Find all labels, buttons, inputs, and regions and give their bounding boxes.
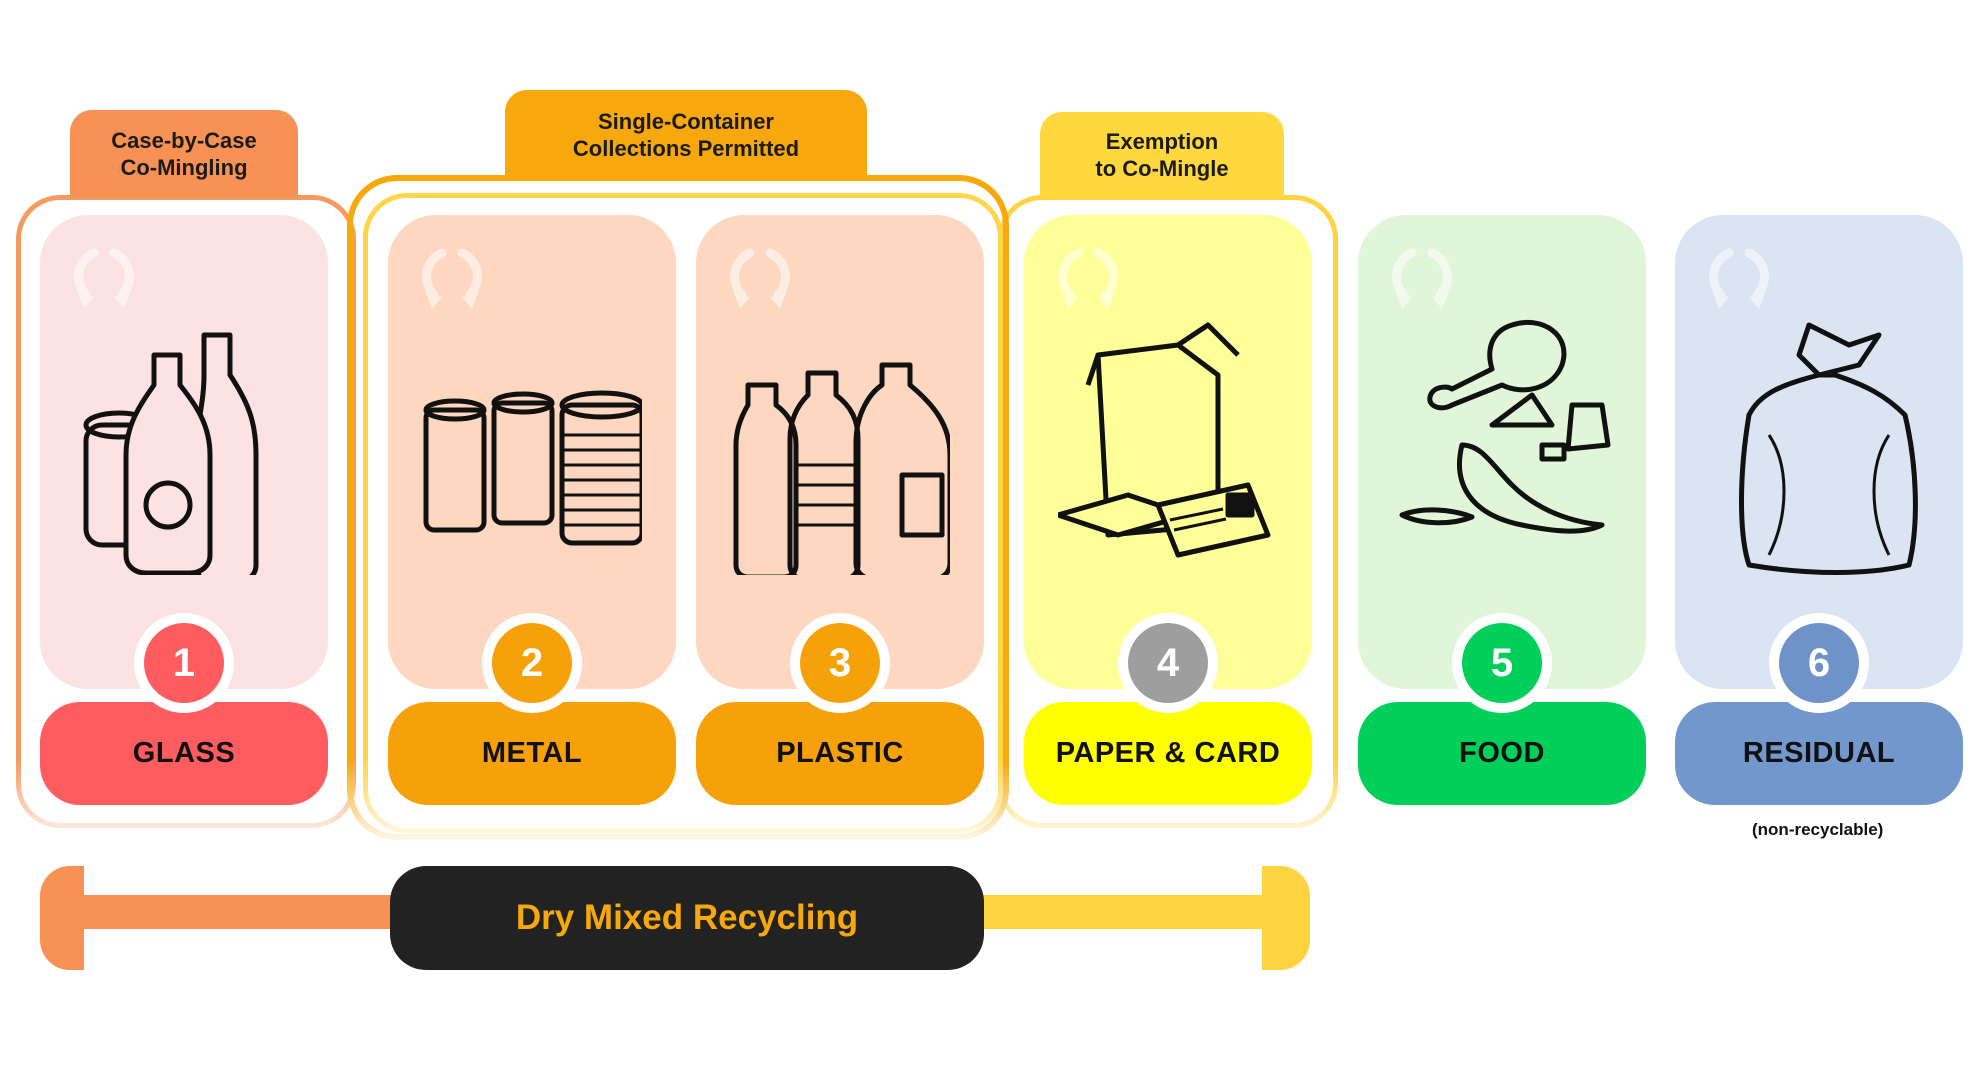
stream-label: RESIDUAL [1675,702,1963,805]
tab-line-1: Single-Container [597,109,774,134]
food-waste-icon [1399,319,1611,534]
stream-label: GLASS [40,702,328,805]
stream-number-badge: 1 [134,613,234,713]
glass-containers-icon [83,332,259,575]
single-container-tab: Single-Container Collections Permitted [505,90,867,180]
stream-card-metal: METAL 2 [388,215,676,805]
stream-number-badge: 4 [1118,613,1218,713]
stream-number-badge: 5 [1452,613,1552,713]
card-panel [1675,215,1963,689]
tab-line-2: Collections Permitted [572,136,800,161]
stream-label: METAL [388,702,676,805]
residual-note: (non-recyclable) [1752,820,1884,839]
stream-card-glass: GLASS 1 [40,215,328,805]
recycle-icon [730,248,790,309]
card-panel [1024,215,1312,689]
recycle-icon [1058,248,1118,309]
plastic-bottles-icon [733,362,950,575]
dmr-left-line [40,895,400,929]
metal-cans-icon [423,390,642,546]
paper-card-icon [1058,322,1271,558]
stream-number: 3 [800,623,880,703]
tab-line-1: Case-by-Case [111,128,257,153]
card-panel [1358,215,1646,689]
tab-line-1: Exemption [1105,129,1219,154]
stream-number: 5 [1462,623,1542,703]
card-panel [40,215,328,689]
stream-number: 1 [144,623,224,703]
stream-number: 6 [1779,623,1859,703]
stream-card-plastic: PLASTIC 3 [696,215,984,805]
recycle-icon [1709,248,1769,309]
dry-mixed-recycling-label: Dry Mixed Recycling [390,866,984,970]
stream-card-food: FOOD 5 [1358,215,1646,805]
stream-number-badge: 3 [790,613,890,713]
stream-number: 4 [1128,623,1208,703]
stream-label: FOOD [1358,702,1646,805]
case-by-case-tab: Case-by-Case Co-Mingling [70,110,298,198]
card-panel [388,215,676,689]
stream-number-badge: 2 [482,613,582,713]
stream-number-badge: 6 [1769,613,1869,713]
stream-number: 2 [492,623,572,703]
rubbish-bag-icon [1739,322,1918,575]
recycle-icon [1392,248,1452,309]
stream-card-residual: RESIDUAL 6 [1675,215,1963,805]
recycle-icon [422,248,482,309]
tab-line-2: to Co-Mingle [1095,156,1229,181]
exemption-tab: Exemption to Co-Mingle [1040,112,1284,198]
recycle-icon [74,248,134,309]
stream-card-paper-card: PAPER & CARD 4 [1024,215,1312,805]
stream-label: PLASTIC [696,702,984,805]
card-panel [696,215,984,689]
dmr-right-line [980,895,1290,929]
stream-label: PAPER & CARD [1024,702,1312,805]
tab-line-2: Co-Mingling [120,155,248,180]
